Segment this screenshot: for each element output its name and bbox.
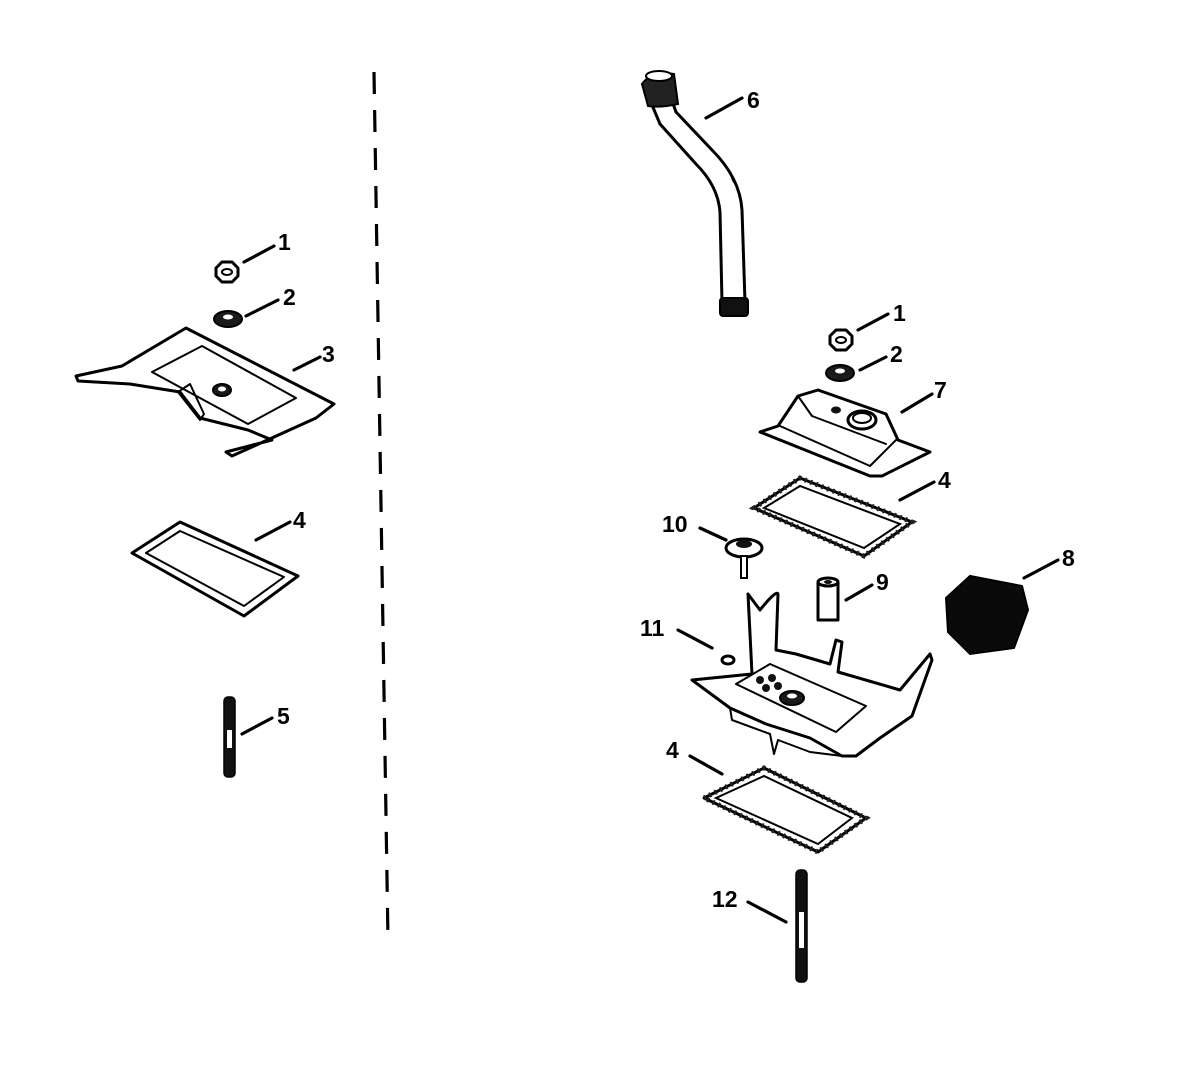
long-stud-part — [795, 869, 808, 983]
leader-left-stud — [240, 716, 274, 736]
callout-valve: 10 — [662, 511, 688, 537]
callout-left-washer: 2 — [283, 284, 296, 310]
leader-valve — [698, 526, 728, 542]
leader-left-bracket — [292, 355, 322, 372]
callout-cover: 7 — [934, 377, 947, 403]
upper-gasket-part — [748, 475, 918, 559]
left-gasket-part — [130, 520, 300, 618]
callout-long-stud: 12 — [712, 886, 738, 912]
leader-lower-gasket — [688, 754, 724, 776]
leader-left-washer — [244, 298, 280, 318]
leader-cover — [900, 392, 934, 414]
breather-tube-part — [640, 70, 749, 317]
filter-element-part — [944, 574, 1030, 656]
lower-gasket-part — [698, 765, 871, 855]
callout-filter-element: 8 — [1062, 545, 1075, 571]
callout-left-bracket: 3 — [322, 341, 335, 367]
callout-breather-tube: 6 — [747, 87, 760, 113]
valve-part — [724, 537, 764, 579]
leader-long-stud — [746, 900, 788, 924]
callout-upper-gasket: 4 — [938, 467, 951, 493]
left-stud-part — [223, 696, 236, 778]
right-nut-part — [828, 328, 854, 352]
callout-right-washer: 2 — [890, 341, 903, 367]
separator-dashed-line — [372, 71, 390, 941]
left-washer-part — [213, 310, 243, 328]
callout-base-bracket: 11 — [640, 615, 665, 641]
callout-lower-gasket: 4 — [666, 737, 679, 763]
leader-filter-element — [1022, 558, 1060, 580]
callout-spacer: 9 — [876, 569, 889, 595]
callout-left-stud: 5 — [277, 703, 290, 729]
cover-part — [758, 388, 932, 478]
callout-left-gasket: 4 — [293, 507, 306, 533]
callout-right-nut: 1 — [893, 300, 906, 326]
leader-left-nut — [242, 244, 276, 264]
spacer-part — [816, 576, 840, 622]
left-bracket-part — [74, 326, 336, 458]
right-washer-part — [825, 364, 855, 382]
callout-left-nut: 1 — [278, 229, 291, 255]
leader-right-washer — [858, 355, 888, 372]
leader-upper-gasket — [898, 480, 936, 502]
leader-base-bracket — [676, 628, 714, 650]
base-bracket-part — [690, 591, 934, 758]
leader-breather-tube — [704, 96, 744, 120]
left-nut-part — [214, 260, 240, 284]
leader-right-nut — [856, 312, 890, 332]
leader-spacer — [844, 583, 874, 602]
leader-left-gasket — [254, 520, 292, 542]
